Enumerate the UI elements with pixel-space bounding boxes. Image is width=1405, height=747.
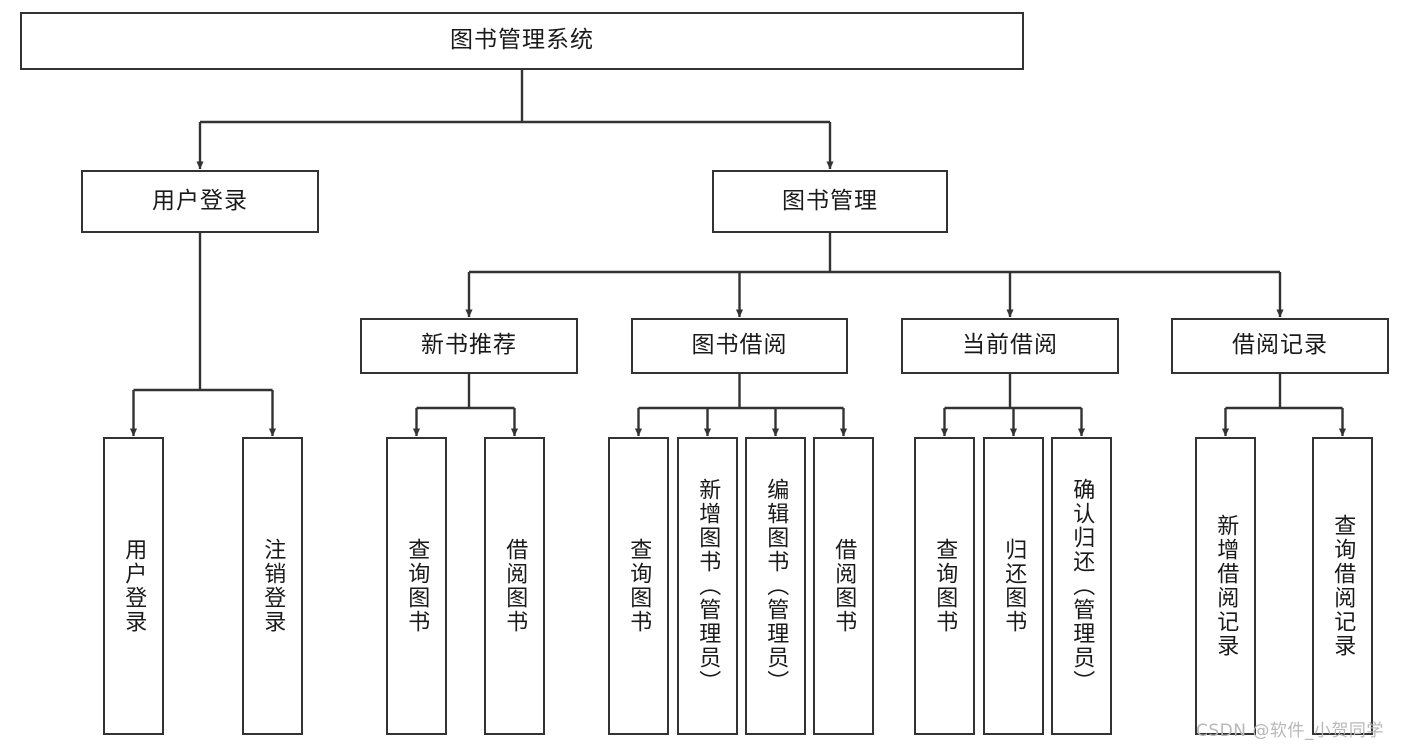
node-leaf-query-borrow-record: 查询借阅记录: [1312, 437, 1373, 735]
node-book-borrow: 图书借阅: [631, 318, 848, 374]
node-label: 当前借阅: [962, 332, 1058, 359]
node-label: 新增图书（管理员）: [695, 478, 721, 694]
node-label: 借阅图书: [831, 538, 857, 634]
node-leaf-borrow-book: 借阅图书: [813, 437, 874, 735]
node-label: 新书推荐: [421, 332, 517, 359]
node-leaf-edit-book: 编辑图书（管理员）: [745, 437, 806, 735]
node-leaf-logout: 注销登录: [242, 437, 303, 735]
node-leaf-add-book: 新增图书（管理员）: [677, 437, 738, 735]
node-label: 新增借阅记录: [1213, 514, 1239, 658]
node-leaf-query-book-recommend: 查询图书: [386, 437, 447, 735]
node-label: 图书借阅: [691, 332, 788, 359]
node-label: 归还图书: [1001, 538, 1027, 634]
node-leaf-query-book-borrow: 查询图书: [608, 437, 669, 735]
node-label: 编辑图书（管理员）: [763, 478, 789, 694]
node-leaf-user-login: 用户登录: [103, 437, 164, 735]
node-current-borrow: 当前借阅: [901, 318, 1119, 374]
node-leaf-return-book: 归还图书: [983, 437, 1044, 735]
node-label: 图书管理系统: [450, 27, 594, 54]
node-label: 注销登录: [260, 538, 286, 634]
node-label: 查询借阅记录: [1330, 514, 1356, 658]
csdn-watermark: CSDN @软件_小贺同学: [1196, 721, 1384, 741]
node-label: 图书管理: [782, 187, 878, 214]
node-leaf-add-borrow-record: 新增借阅记录: [1195, 437, 1256, 735]
node-label: 查询图书: [404, 538, 430, 634]
node-new-book-recommend: 新书推荐: [360, 318, 578, 374]
node-label: 用户登录: [121, 538, 147, 634]
node-leaf-confirm-return: 确认归还（管理员）: [1051, 437, 1112, 735]
node-label: 查询图书: [626, 538, 652, 634]
node-borrow-record: 借阅记录: [1171, 318, 1389, 374]
node-book-management: 图书管理: [712, 170, 948, 233]
node-leaf-borrow-book-recommend: 借阅图书: [484, 437, 545, 735]
node-label: 借阅记录: [1232, 332, 1328, 359]
node-user-login: 用户登录: [81, 170, 319, 233]
node-leaf-query-book-current: 查询图书: [914, 437, 975, 735]
node-label: 查询图书: [932, 538, 958, 634]
node-root: 图书管理系统: [20, 12, 1024, 70]
node-label: 用户登录: [152, 187, 248, 214]
node-label: 确认归还（管理员）: [1069, 478, 1095, 694]
node-label: 借阅图书: [502, 538, 528, 634]
